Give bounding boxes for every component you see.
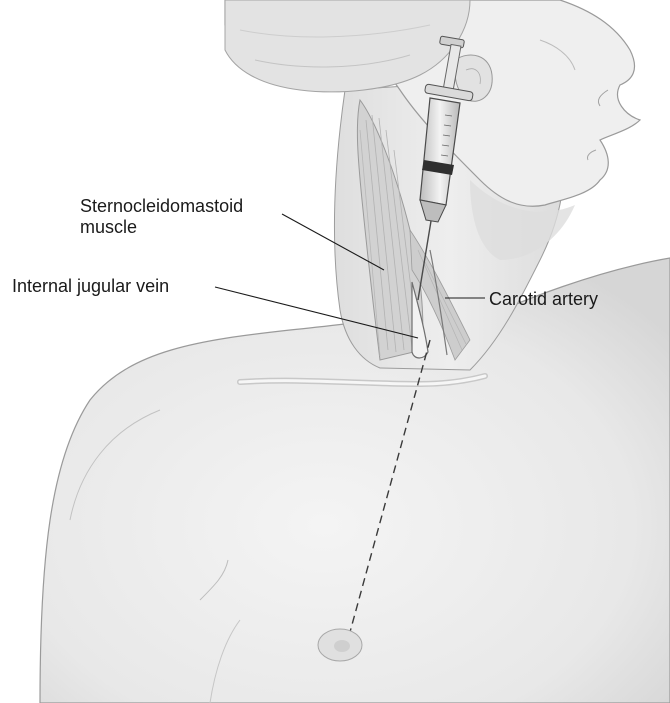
label-internal-jugular-vein: Internal jugular vein (12, 276, 169, 297)
label-sternocleidomastoid: Sternocleidomastoid muscle (80, 196, 243, 238)
label-sternocleidomastoid-line2: muscle (80, 217, 243, 238)
nipple-landmark (318, 629, 362, 661)
label-sternocleidomastoid-line1: Sternocleidomastoid (80, 196, 243, 217)
label-carotid-artery: Carotid artery (489, 289, 598, 310)
